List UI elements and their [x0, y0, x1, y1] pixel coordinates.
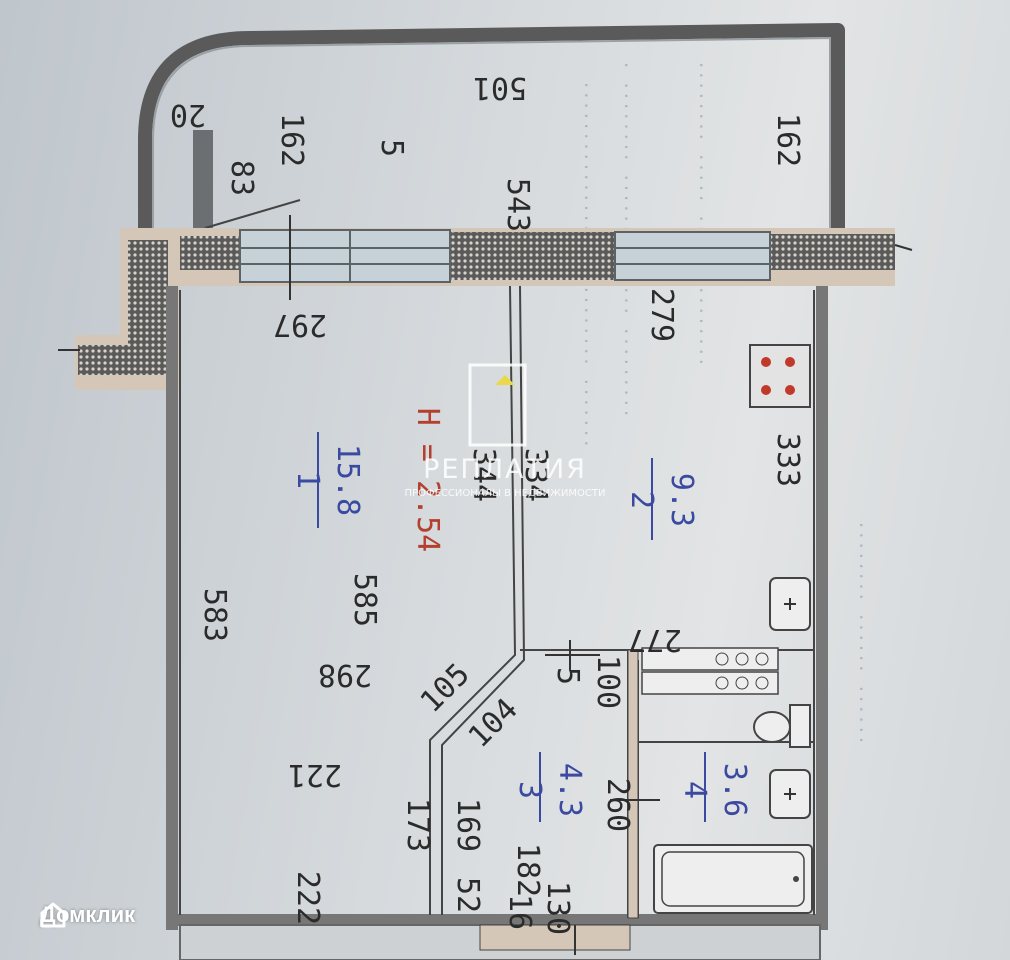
- svg-text:297: 297: [273, 307, 327, 342]
- svg-text:334: 334: [518, 448, 553, 502]
- svg-text:501: 501: [473, 70, 527, 105]
- svg-text:3.6: 3.6: [717, 763, 752, 817]
- svg-text:585: 585: [347, 573, 382, 627]
- kitchen-sink-icon: [769, 577, 811, 631]
- svg-text:222: 222: [290, 871, 325, 925]
- svg-text:H = 2.54: H = 2.54: [410, 408, 445, 553]
- window-left: [239, 215, 451, 300]
- svg-text:543: 543: [500, 178, 535, 232]
- svg-text:5: 5: [374, 139, 409, 157]
- bath-sink-icon: [769, 769, 811, 819]
- stove-icon: [749, 344, 811, 408]
- room-labels: 1 15.8 2 9.3 3 4.3 4 3.6 5 H = 2.54: [290, 139, 752, 822]
- svg-text:9.3: 9.3: [664, 473, 699, 527]
- svg-text:583: 583: [197, 588, 232, 642]
- radiator-icon: [641, 647, 779, 695]
- svg-text:20: 20: [170, 97, 206, 132]
- domklik-badge: Домклик: [40, 902, 135, 928]
- svg-text:83: 83: [224, 160, 259, 196]
- balcony-pillar: [193, 130, 213, 228]
- window-right: [614, 231, 771, 281]
- svg-text:277: 277: [628, 622, 682, 657]
- svg-text:162: 162: [274, 113, 309, 167]
- svg-text:16: 16: [502, 894, 537, 930]
- svg-text:260: 260: [600, 778, 635, 832]
- svg-text:169: 169: [450, 798, 485, 852]
- bathtub-icon: [653, 844, 813, 914]
- svg-text:5: 5: [550, 667, 585, 685]
- svg-text:52: 52: [450, 877, 485, 913]
- svg-text:100: 100: [590, 655, 625, 709]
- svg-text:15.8: 15.8: [330, 444, 365, 516]
- svg-text:105: 105: [414, 657, 477, 720]
- svg-text:ПРОФЕССИОНАЛЫ В НЕДВИЖИМОСТИ: ПРОФЕССИОНАЛЫ В НЕДВИЖИМОСТИ: [405, 488, 606, 499]
- svg-text:4: 4: [677, 781, 712, 799]
- svg-text:333: 333: [770, 433, 805, 487]
- house-icon: [40, 902, 66, 928]
- svg-text:........ ...... ......: ........ ...... ......: [855, 520, 875, 745]
- svg-text:........ ..... ...... ........: ........ ..... ...... ........: [695, 60, 715, 367]
- toilet-icon: [753, 704, 811, 748]
- svg-text:3: 3: [512, 781, 547, 799]
- svg-text:221: 221: [288, 757, 342, 792]
- svg-text:1: 1: [290, 471, 325, 489]
- svg-text:162: 162: [770, 113, 805, 167]
- svg-text:279: 279: [644, 288, 679, 342]
- svg-text:344: 344: [466, 448, 501, 502]
- svg-text:4.3: 4.3: [552, 763, 587, 817]
- watermark: РЕПЛАТИЯ ПРОФЕССИОНАЛЫ В НЕДВИЖИМОСТИ: [405, 363, 606, 499]
- svg-text:104: 104: [462, 692, 525, 755]
- svg-text:РЕПЛАТИЯ: РЕПЛАТИЯ: [423, 454, 587, 485]
- svg-text:182: 182: [510, 843, 545, 897]
- dimension-labels: 501 162 162 83 20 543 297 279 583 585 29…: [170, 70, 805, 935]
- svg-text:298: 298: [318, 657, 372, 692]
- svg-text:130: 130: [540, 881, 575, 935]
- svg-text:173: 173: [400, 798, 435, 852]
- interior-walls: [166, 286, 828, 930]
- svg-text:2: 2: [624, 491, 659, 509]
- balcony-outline: [138, 23, 845, 228]
